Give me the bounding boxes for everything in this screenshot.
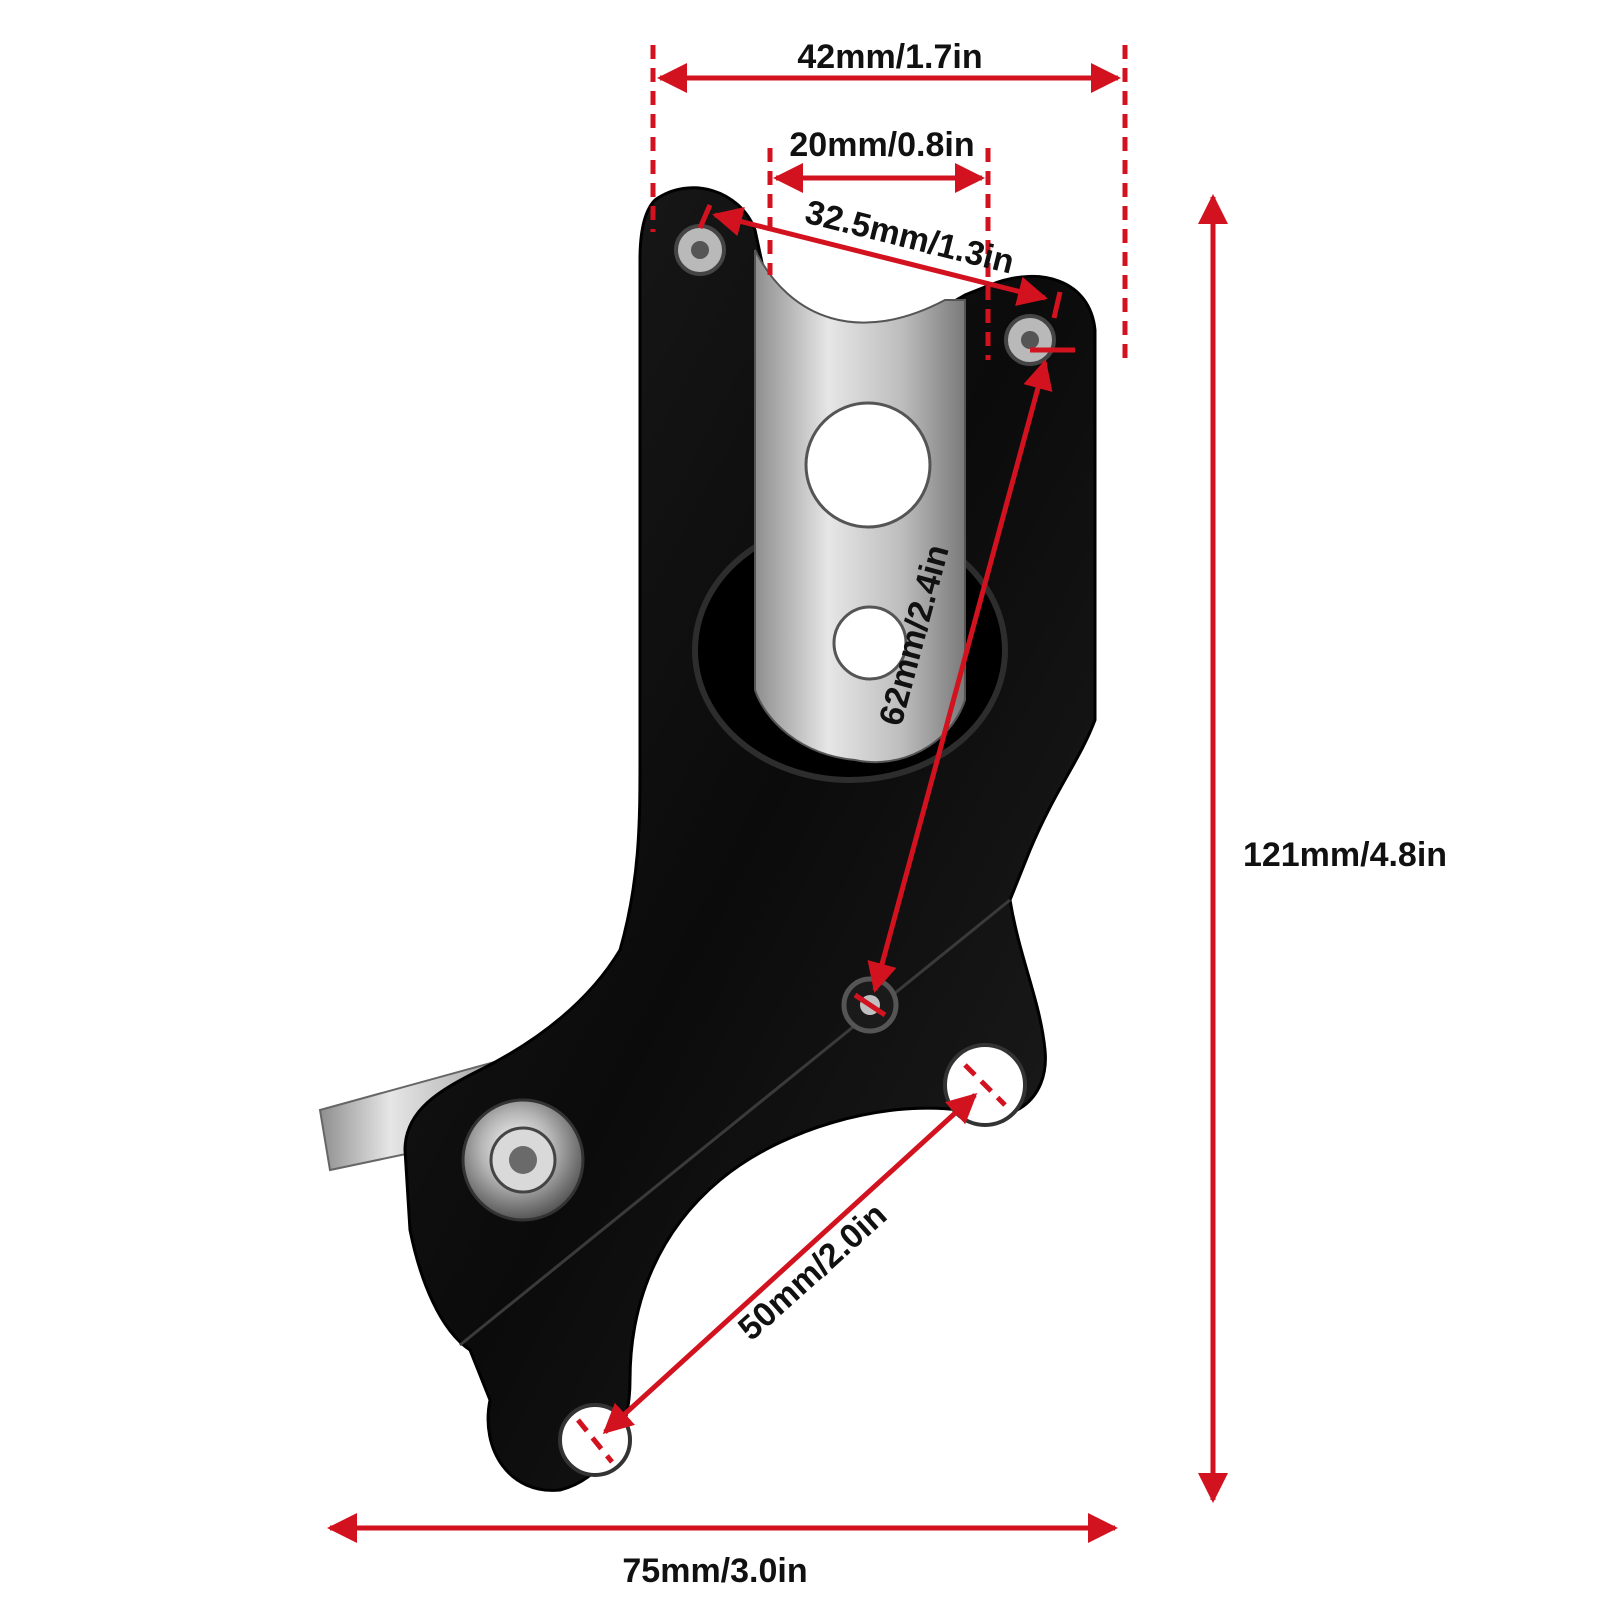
dim-line-lower-hole-spacing [602,1092,978,1435]
label-bottom-width: 75mm/3.0in [622,1552,807,1590]
insert-hole-large [804,401,932,529]
label-top-hole-spacing: 32.5mm/1.3in [801,193,1017,282]
dim-line-top-hole-spacing [712,207,1048,306]
label-slot-width: 20mm/0.8in [789,126,974,164]
dimension-lines [327,45,1228,1543]
dim-line-diagonal [867,359,1053,993]
label-top-width: 42mm/1.7in [797,38,982,76]
label-height: 121mm/4.8in [1243,836,1447,874]
bracket-product [318,186,1097,1492]
black-bracket-body [403,186,1097,1492]
label-lower-hole-spacing: 50mm/2.0in [731,1196,894,1348]
